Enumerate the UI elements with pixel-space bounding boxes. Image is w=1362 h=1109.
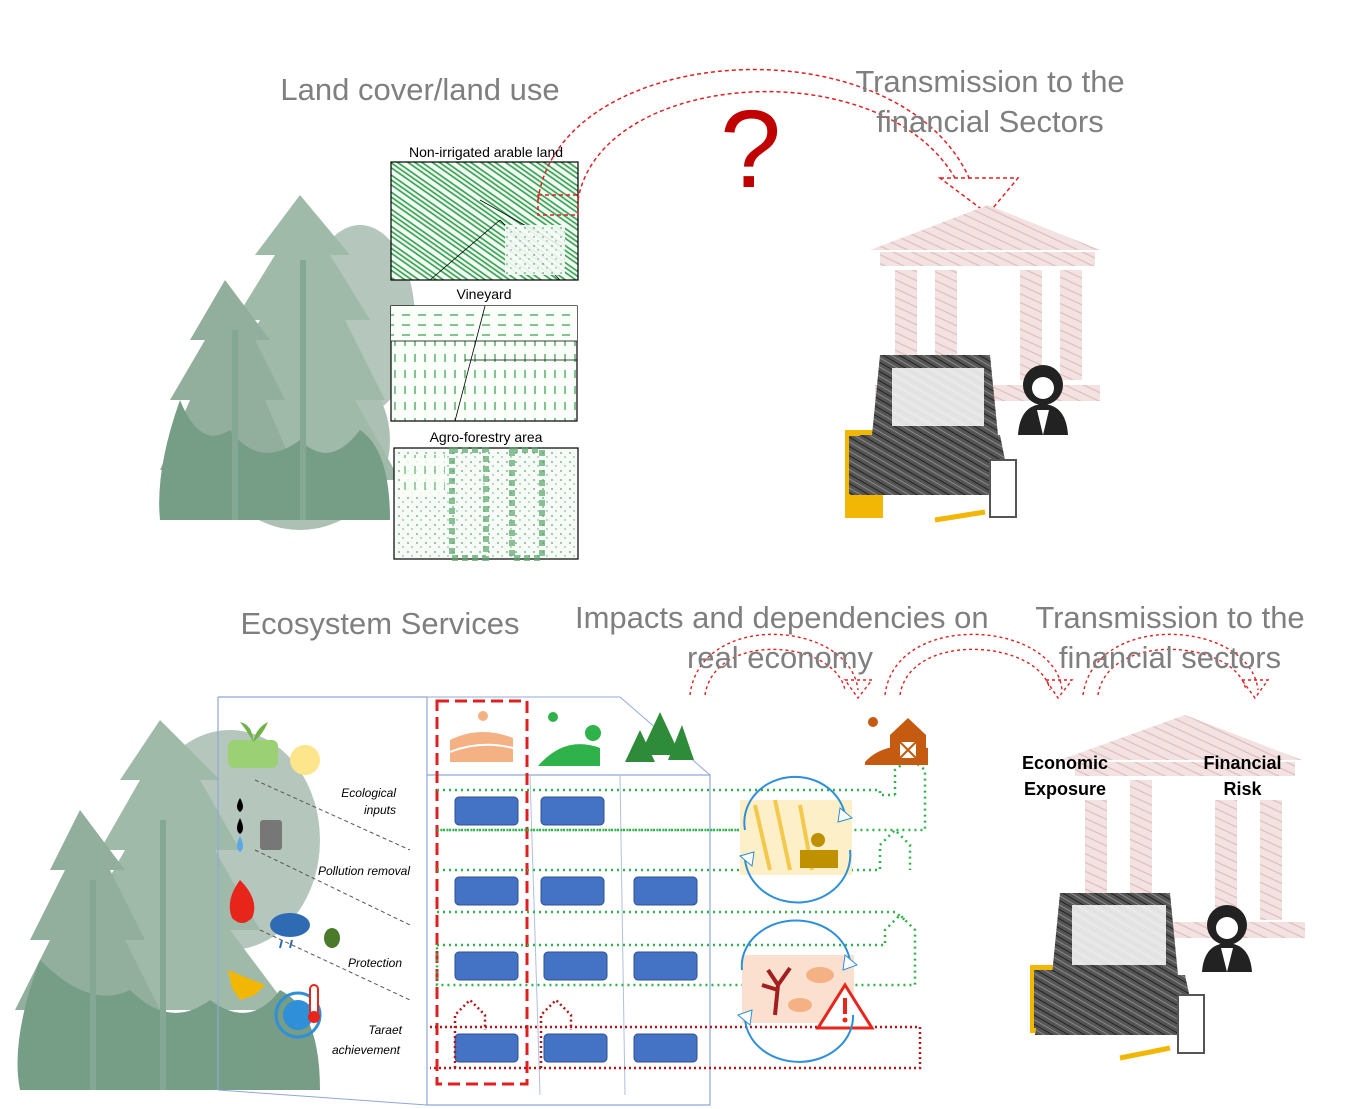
positive-cycle-icon	[738, 775, 854, 904]
service-box	[454, 876, 519, 906]
panel-arable-land	[390, 161, 579, 281]
fertilizer-icon	[260, 820, 282, 850]
panel-label-arable: Non-irrigated arable land	[408, 144, 564, 160]
rain-cloud-icon	[270, 913, 310, 949]
forest-icon	[159, 195, 415, 530]
service-box	[540, 796, 605, 826]
transmission-title-bottom-2: financial sectors	[1058, 640, 1282, 675]
service-box	[633, 951, 698, 981]
column-highlight	[435, 699, 529, 1086]
row-label-target-1: Taraet	[368, 1023, 402, 1037]
water-drop-icon	[237, 798, 243, 834]
impacts-title-1: Impacts and dependencies on	[575, 600, 989, 635]
bank-icon-bottom	[1060, 715, 1305, 938]
bird-icon	[228, 970, 265, 1000]
green-hills-icon	[538, 712, 601, 766]
panel-label-vineyard: Vineyard	[456, 286, 512, 302]
selection-box	[537, 194, 579, 216]
row-label-ecological-1: Ecological	[341, 786, 396, 800]
service-boxes	[454, 796, 698, 1063]
service-box	[543, 951, 608, 981]
negative-flows	[430, 998, 922, 1070]
service-box	[543, 1033, 608, 1063]
barn-icon	[865, 717, 928, 765]
negative-cycle-icon	[737, 919, 875, 1063]
row-label-protection: Protection	[347, 956, 402, 970]
land-cover-title: Land cover/land use	[280, 72, 560, 107]
beetle-icon	[324, 928, 340, 948]
sprout-icon	[228, 722, 278, 768]
row-label-target-2: achievement	[331, 1043, 400, 1057]
pine-trees-icon	[625, 712, 694, 762]
panel-agroforestry	[393, 447, 579, 561]
person-icon-bottom	[1202, 905, 1252, 972]
impacts-title-2: real economy	[686, 640, 874, 675]
arrow-head-top	[937, 177, 1020, 216]
forest-icon-bottom	[15, 720, 320, 1090]
laptop-icon-bottom	[1030, 893, 1205, 1061]
service-box	[454, 1033, 519, 1063]
economic-exposure-label-2: Exposure	[1023, 779, 1107, 799]
panel-vineyard	[390, 305, 578, 422]
transmission-arc-top	[537, 68, 971, 201]
laptop-icon	[845, 355, 1017, 523]
person-icon	[1018, 365, 1068, 435]
bee-icon	[290, 745, 320, 775]
farmland-icon	[449, 711, 514, 762]
panel-label-agroforestry: Agro-forestry area	[429, 429, 543, 445]
transmission-title-top-2: financial Sectors	[876, 104, 1104, 139]
service-box	[633, 1033, 698, 1063]
financial-risk-label-2: Risk	[1223, 779, 1262, 799]
service-box	[454, 796, 519, 826]
service-box	[540, 876, 605, 906]
ecosystem-services-title: Ecosystem Services	[240, 606, 520, 641]
fire-icon	[229, 880, 255, 923]
service-box	[454, 951, 519, 981]
transmission-title-top-1: Transmission to the	[855, 64, 1125, 99]
service-box	[633, 876, 698, 906]
services-matrix	[217, 696, 711, 1106]
impact-arcs	[689, 633, 1270, 700]
financial-risk-label-1: Financial	[1203, 753, 1282, 773]
globe-thermometer-icon	[274, 984, 322, 1039]
question-mark: ?	[720, 88, 782, 211]
economic-exposure-label-1: Economic	[1021, 753, 1109, 773]
row-label-pollution: Pollution removal	[317, 864, 410, 878]
transmission-title-bottom-1: Transmission to the	[1035, 600, 1305, 635]
row-label-ecological-2: inputs	[363, 803, 396, 817]
